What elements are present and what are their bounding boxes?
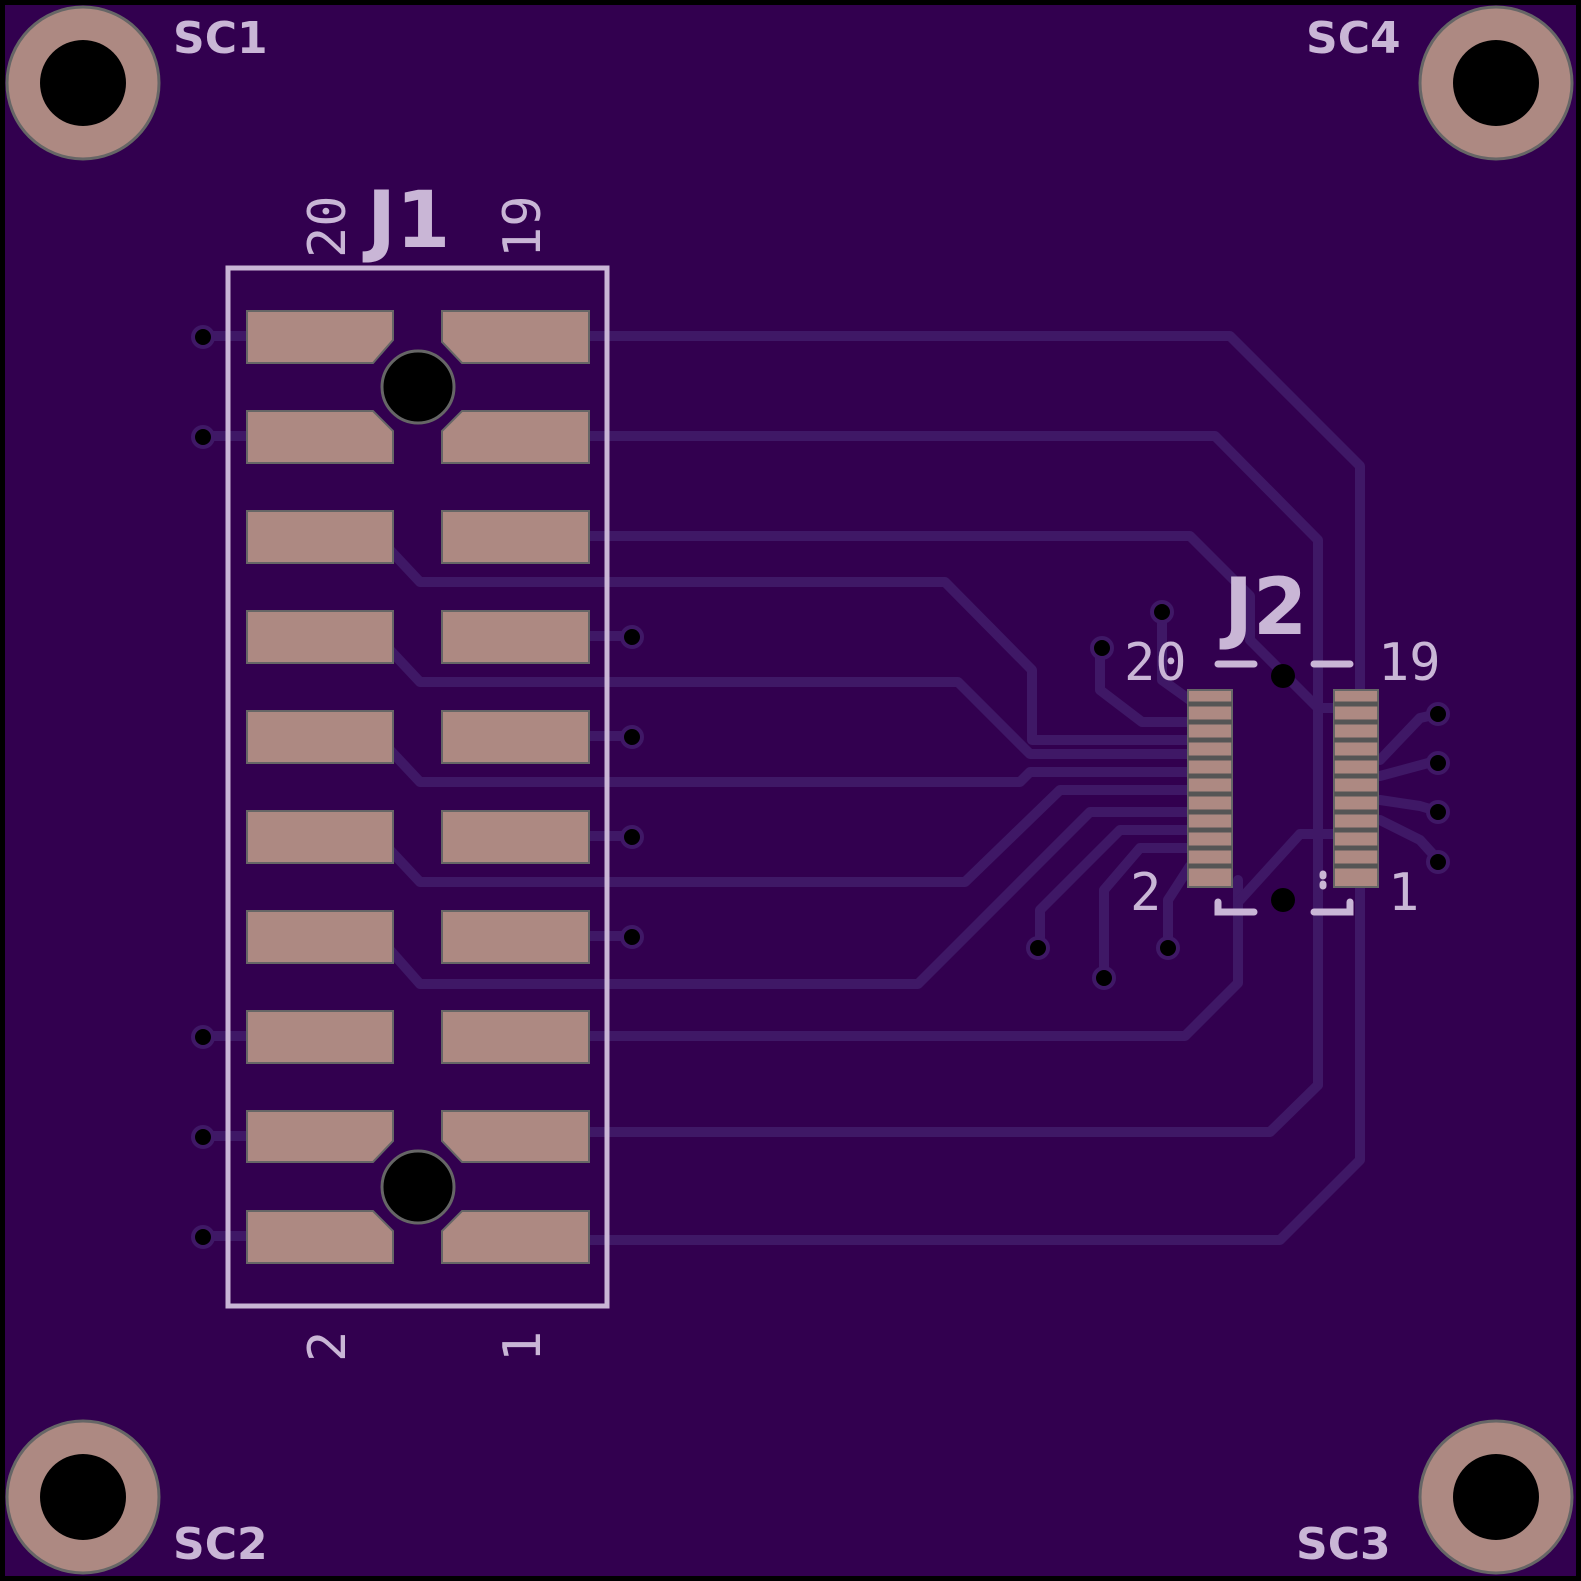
trace (1157, 607, 1195, 705)
j1-alignment-hole (380, 1149, 456, 1225)
j1-alignment-hole (380, 349, 456, 425)
pad (246, 1010, 394, 1064)
trace (385, 745, 1195, 787)
via (1150, 600, 1174, 624)
j1-designator: J1 (362, 176, 450, 266)
pad (441, 810, 590, 864)
trace (585, 531, 1345, 713)
via (191, 425, 215, 449)
j1-outline (225, 265, 610, 1309)
pad (246, 810, 394, 864)
j1-pads (246, 310, 590, 1264)
label-sc3: SC3 (1296, 1519, 1391, 1570)
trace (1099, 843, 1195, 981)
j1-pin-1-label: 1 (493, 1331, 553, 1362)
j2-pin-2-label: 2 (1130, 863, 1161, 923)
trace (385, 785, 1195, 887)
pad (246, 1110, 394, 1163)
pad (441, 510, 590, 564)
j2-alignment-hole (1271, 888, 1295, 912)
via (1426, 800, 1450, 824)
pad (441, 910, 590, 964)
pad (441, 1010, 590, 1064)
trace (385, 645, 1195, 759)
trace (385, 807, 1195, 989)
pad (246, 310, 394, 364)
pad (441, 710, 590, 764)
label-sc1: SC1 (173, 13, 268, 64)
j2-pin-19-label: 19 (1378, 633, 1441, 693)
via (620, 725, 644, 749)
via (1426, 702, 1450, 726)
j2-designator: J2 (1219, 563, 1307, 653)
pad (246, 710, 394, 764)
vias (191, 325, 1450, 1249)
traces (200, 331, 1445, 1245)
trace (585, 875, 1243, 1041)
pad (246, 410, 394, 464)
mounting-hole-sc1 (5, 5, 161, 161)
j1-pin-2-label: 2 (298, 1331, 358, 1362)
trace (585, 431, 1323, 1137)
pad (441, 1110, 590, 1163)
via (1426, 850, 1450, 874)
mounting-hole-sc2 (5, 1419, 161, 1575)
j2-pin-1-label: 1 (1388, 863, 1419, 923)
via (1090, 636, 1114, 660)
via (620, 825, 644, 849)
mounting-hole-sc4 (1418, 5, 1574, 161)
label-sc4: SC4 (1306, 13, 1401, 64)
pad (441, 410, 590, 464)
pad (246, 1210, 394, 1264)
trace (1095, 643, 1195, 727)
via (1426, 751, 1450, 775)
j1-pin-19-label: 19 (493, 195, 553, 258)
via (620, 625, 644, 649)
via (191, 1025, 215, 1049)
via (191, 1125, 215, 1149)
pad (441, 1210, 590, 1264)
via (620, 925, 644, 949)
j2-silkscreen (1214, 660, 1354, 916)
j2-pads (1187, 689, 1379, 888)
trace (1035, 825, 1195, 951)
j2-alignment-hole (1271, 664, 1295, 688)
pad (441, 310, 590, 364)
pad (246, 910, 394, 964)
j2-pin-20-label: 20 (1124, 633, 1187, 693)
via (1156, 936, 1180, 960)
trace (385, 545, 1195, 745)
label-sc2: SC2 (173, 1519, 268, 1570)
pad (246, 610, 394, 664)
pad-separators (1188, 701, 1378, 869)
via (1092, 966, 1116, 990)
via (191, 1225, 215, 1249)
mounting-holes (5, 5, 1574, 1575)
pad (441, 610, 590, 664)
trace (1235, 829, 1345, 905)
pad (246, 510, 394, 564)
via (191, 325, 215, 349)
via (1026, 936, 1050, 960)
mounting-hole-sc3 (1418, 1419, 1574, 1575)
j1-pin-20-label: 20 (298, 195, 358, 258)
trace (1163, 861, 1195, 951)
trace (1375, 757, 1437, 781)
